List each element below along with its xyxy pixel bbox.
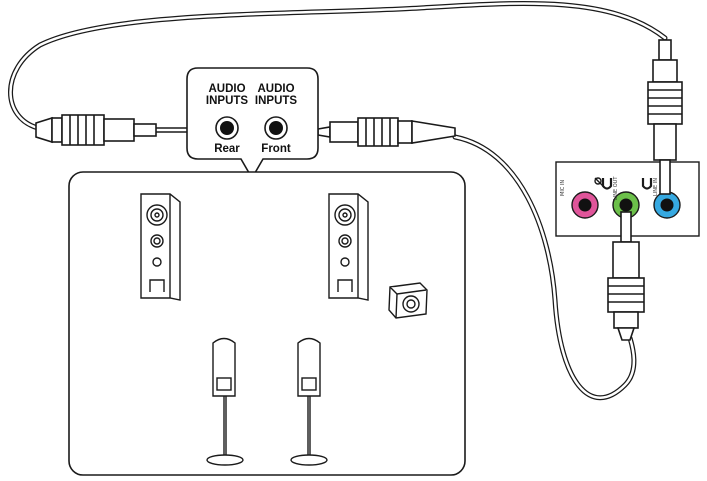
front-caption: Front bbox=[261, 143, 291, 155]
rear-label-line2: INPUTS bbox=[205, 95, 249, 107]
speaker-rear-left bbox=[206, 337, 244, 466]
speaker-area bbox=[68, 171, 466, 476]
mic-in-label: MIC IN bbox=[560, 179, 566, 196]
front-input-label: AUDIO INPUTS bbox=[252, 83, 300, 107]
speaker-center bbox=[388, 282, 428, 319]
cable-top bbox=[8, 1, 668, 131]
speaker-front-right bbox=[328, 193, 369, 301]
front-label-line2: INPUTS bbox=[254, 95, 298, 107]
rear-caption: Rear bbox=[214, 143, 240, 155]
speaker-front-left bbox=[140, 193, 181, 301]
rear-input-plug bbox=[35, 114, 188, 146]
line-in-icon bbox=[641, 178, 653, 190]
front-input-plug bbox=[317, 117, 456, 147]
audio-inputs-callout bbox=[186, 67, 319, 180]
mic-icon bbox=[594, 177, 604, 187]
speaker-rear-right bbox=[290, 337, 328, 466]
line-in-label: LINE IN bbox=[653, 178, 659, 196]
rear-panel-top-plug bbox=[647, 39, 683, 195]
headphone-icon bbox=[601, 178, 613, 190]
cables bbox=[8, 1, 668, 401]
rear-input-label: AUDIO INPUTS bbox=[203, 83, 251, 107]
line-out-label: LINE OUT bbox=[613, 176, 619, 200]
rear-label-line1: AUDIO bbox=[208, 83, 246, 95]
rear-panel-bottom-plug bbox=[607, 211, 645, 341]
front-label-line1: AUDIO bbox=[257, 83, 295, 95]
